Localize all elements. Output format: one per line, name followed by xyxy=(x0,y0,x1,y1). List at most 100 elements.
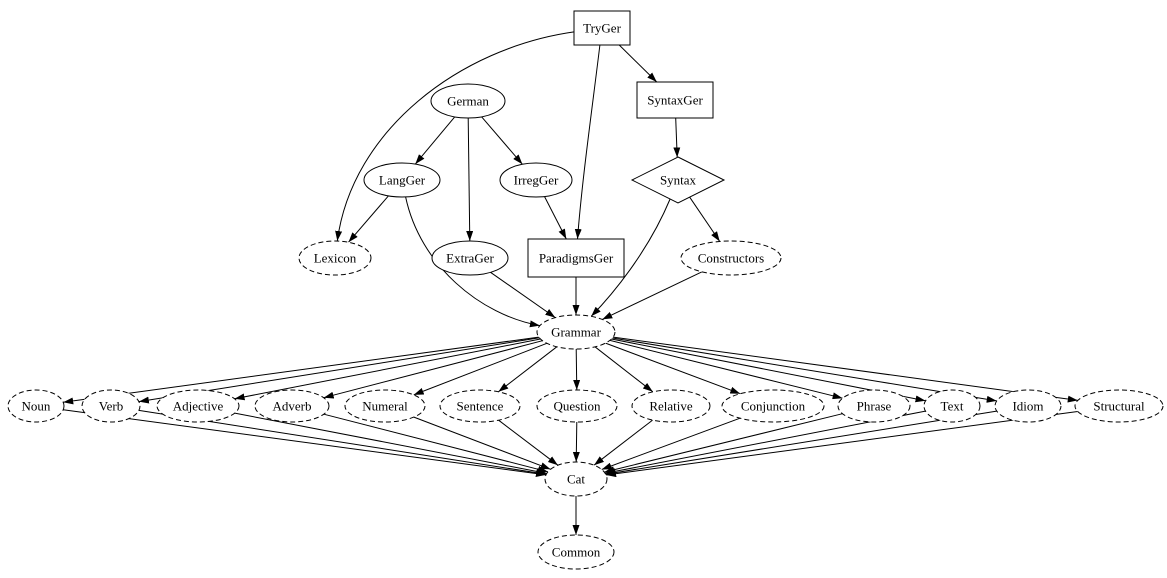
node-syntaxger-shape xyxy=(636,81,714,119)
edge-syntax-constructors xyxy=(689,196,721,242)
node-relative-label: Relative xyxy=(649,398,693,413)
node-syntax-label: Syntax xyxy=(660,172,697,187)
node-phrase-shape xyxy=(837,389,911,423)
node-tryger-label: TryGer xyxy=(583,20,621,35)
node-extrager: ExtraGer xyxy=(431,240,509,276)
node-paradigmsger: ParadigmsGer xyxy=(527,238,625,278)
node-relative-shape xyxy=(631,389,711,423)
edge-grammar-phrase xyxy=(609,339,843,400)
node-numeral-shape xyxy=(344,389,426,423)
node-syntaxger-label: SyntaxGer xyxy=(647,92,703,107)
node-paradigmsger-label: ParadigmsGer xyxy=(539,250,614,265)
edge-numeral-cat xyxy=(413,416,551,470)
edge-grammar-adverb xyxy=(323,340,543,399)
edge-relative-cat xyxy=(593,419,653,466)
node-cat-shape xyxy=(544,461,608,497)
edge-noun-cat xyxy=(63,409,546,478)
node-phrase-label: Phrase xyxy=(857,398,892,413)
node-syntax: Syntax xyxy=(630,156,726,204)
edge-grammar-adjective xyxy=(234,338,541,401)
node-text: Text xyxy=(923,389,981,423)
node-verb: Verb xyxy=(81,389,141,423)
node-grammar: Grammar xyxy=(536,314,616,350)
node-cat-label: Cat xyxy=(567,471,585,486)
node-lexicon-label: Lexicon xyxy=(314,250,357,265)
node-question-label: Question xyxy=(554,398,601,413)
node-extrager-label: ExtraGer xyxy=(446,250,494,265)
node-conjunction-label: Conjunction xyxy=(741,398,806,413)
node-german: German xyxy=(430,83,506,119)
node-langger-label: LangGer xyxy=(379,172,426,187)
node-numeral: Numeral xyxy=(344,389,426,423)
node-idiom-shape xyxy=(994,389,1062,423)
node-conjunction-shape xyxy=(721,389,825,423)
node-german-label: German xyxy=(447,93,489,108)
node-common-label: Common xyxy=(552,544,601,559)
node-paradigmsger-shape xyxy=(527,238,625,278)
node-irregger: IrregGer xyxy=(499,162,573,198)
edge-tryger-lexicon xyxy=(335,31,575,242)
node-grammar-shape xyxy=(536,314,616,350)
node-question-shape xyxy=(536,389,618,423)
edge-adjective-cat xyxy=(234,412,547,475)
node-common: Common xyxy=(537,534,615,570)
edge-question-cat xyxy=(572,421,580,463)
node-sentence-shape xyxy=(439,389,521,423)
node-text-shape xyxy=(923,389,981,423)
node-langger-shape xyxy=(363,162,441,198)
edge-structural-cat xyxy=(606,411,1078,478)
node-syntaxger: SyntaxGer xyxy=(636,81,714,119)
node-tryger: TryGer xyxy=(573,10,631,46)
node-conjunction: Conjunction xyxy=(721,389,825,423)
edge-irregger-paradigmsger xyxy=(544,196,567,240)
edge-tryger-syntaxger xyxy=(618,44,658,83)
edge-syntax-grammar xyxy=(590,198,671,317)
edge-syntaxger-syntax xyxy=(673,117,681,158)
node-structural-shape xyxy=(1074,389,1164,423)
edge-grammar-numeral xyxy=(413,342,548,396)
edges-layer xyxy=(63,31,1078,535)
node-irregger-label: IrregGer xyxy=(514,172,559,187)
node-common-shape xyxy=(537,534,615,570)
edge-grammar-structural xyxy=(613,336,1078,403)
node-relative: Relative xyxy=(631,389,711,423)
edge-grammar-question xyxy=(573,348,581,391)
node-lexicon-shape xyxy=(298,240,372,276)
node-grammar-label: Grammar xyxy=(551,324,601,339)
node-noun: Noun xyxy=(7,389,65,423)
edge-german-extrager xyxy=(466,117,474,242)
edge-langger-lexicon xyxy=(348,195,389,243)
node-german-shape xyxy=(430,83,506,119)
node-langger: LangGer xyxy=(363,162,441,198)
node-structural-label: Structural xyxy=(1093,398,1145,413)
edge-grammar-relative xyxy=(594,346,654,393)
node-tryger-shape xyxy=(573,10,631,46)
node-syntax-shape xyxy=(630,156,726,204)
edge-constructors-grammar xyxy=(602,271,703,320)
node-numeral-label: Numeral xyxy=(362,398,408,413)
node-phrase: Phrase xyxy=(837,389,911,423)
edge-langger-grammar xyxy=(405,196,540,328)
edge-grammar-conjunction xyxy=(605,342,741,395)
node-adverb: Adverb xyxy=(254,389,330,423)
node-adjective-shape xyxy=(156,389,240,423)
edge-grammar-sentence xyxy=(498,346,558,393)
node-cat: Cat xyxy=(544,461,608,497)
node-adjective: Adjective xyxy=(156,389,240,423)
node-lexicon: Lexicon xyxy=(298,240,372,276)
node-constructors-label: Constructors xyxy=(698,250,764,265)
edge-conjunction-cat xyxy=(601,417,741,470)
node-constructors-shape xyxy=(680,240,782,276)
node-sentence: Sentence xyxy=(439,389,521,423)
node-sentence-label: Sentence xyxy=(457,398,504,413)
node-noun-shape xyxy=(7,389,65,423)
edge-adverb-cat xyxy=(323,413,549,473)
node-idiom-label: Idiom xyxy=(1012,398,1043,413)
node-idiom: Idiom xyxy=(994,389,1062,423)
edge-german-langger xyxy=(414,116,456,165)
edge-grammar-noun xyxy=(63,336,539,405)
node-irregger-shape xyxy=(499,162,573,198)
